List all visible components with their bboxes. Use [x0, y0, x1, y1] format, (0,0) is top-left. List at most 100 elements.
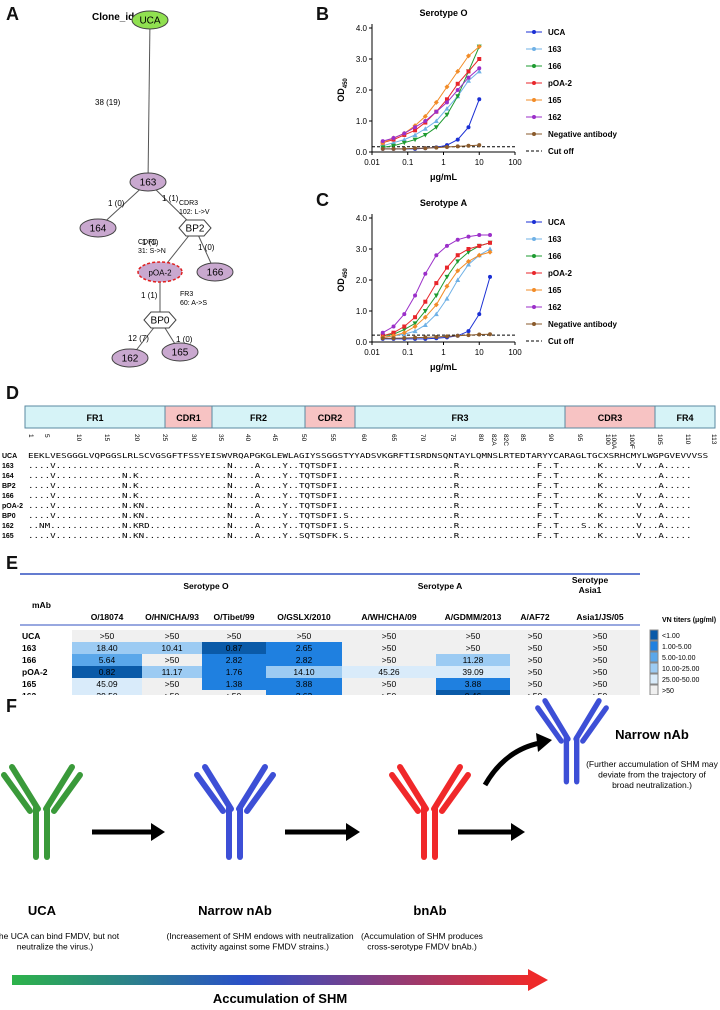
- tree-node-label: pOA-2: [148, 269, 172, 278]
- tree-node-label: UCA: [139, 16, 160, 27]
- table-cell-bg: [202, 654, 266, 666]
- table-cell-bg: [72, 678, 142, 690]
- data-point: [466, 125, 471, 130]
- table-cell-value: >50: [593, 691, 608, 695]
- legend-marker: [532, 220, 536, 224]
- table-cell-value: 45.09: [96, 679, 118, 689]
- series-162: [380, 233, 493, 335]
- data-point: [413, 315, 418, 320]
- legend-label: Negative antibody: [548, 320, 617, 329]
- data-point: [391, 330, 396, 335]
- table-cell-value: >50: [297, 631, 312, 641]
- table-cell-value: 2.63: [296, 691, 313, 695]
- table-cell-bg: [436, 690, 510, 695]
- sequence-row: ....V............N.KN...............N...…: [28, 502, 692, 510]
- table-cell-value: 3.88: [296, 679, 313, 689]
- table-cell-value: 3.88: [465, 679, 482, 689]
- tree-node-label: 165: [172, 348, 189, 359]
- data-point: [423, 335, 428, 340]
- data-point: [465, 258, 471, 264]
- legend-label: UCA: [548, 28, 566, 37]
- region-label: CDR3: [598, 413, 623, 423]
- data-point: [444, 145, 449, 150]
- table-cell-value: >50: [528, 631, 543, 641]
- series-line: [382, 71, 480, 147]
- table-cell-value: >50: [100, 631, 115, 641]
- position-label: 90: [547, 434, 554, 442]
- legend-marker: [532, 322, 536, 326]
- position-label: 95: [576, 434, 583, 442]
- legend-marker: [532, 47, 536, 51]
- data-point: [444, 106, 450, 111]
- data-point: [391, 336, 396, 341]
- legend-label: UCA: [548, 218, 566, 227]
- data-point: [391, 143, 397, 149]
- table-cell-value: 39.50: [96, 691, 118, 695]
- series-line: [382, 248, 491, 338]
- table-cell-value: >50: [528, 655, 543, 665]
- legend-label: 10.00-25.00: [662, 666, 699, 673]
- table-cell-value: >50: [528, 691, 543, 695]
- legend-label: 162: [548, 113, 562, 122]
- table-cell-value: >50: [165, 691, 180, 695]
- tree-node-mab: [79, 218, 117, 238]
- position-label: 20: [133, 434, 140, 442]
- legend-marker: [532, 305, 536, 309]
- table-cell-bg: [510, 642, 560, 654]
- data-point: [466, 333, 471, 338]
- legend-marker: [532, 81, 536, 85]
- sequence-name: 163: [2, 463, 14, 470]
- data-point: [391, 324, 396, 329]
- legend-title: VN titers (μg/ml): [662, 617, 716, 624]
- sequence-name: BP0: [2, 513, 16, 520]
- region-label: FR1: [86, 413, 103, 423]
- table-cell-bg: [266, 654, 342, 666]
- data-point: [423, 271, 428, 276]
- sequence-name: 162: [2, 523, 14, 530]
- data-point: [402, 324, 407, 329]
- table-cell-bg: [72, 630, 142, 642]
- position-label: 50: [300, 434, 307, 442]
- x-tick-label: 0.1: [402, 158, 414, 167]
- panel-label-e: E: [6, 553, 19, 573]
- table-cell-value: >50: [528, 667, 543, 677]
- position-label: 82A: [490, 434, 497, 446]
- data-point: [455, 137, 460, 142]
- legend-marker: [532, 237, 536, 241]
- data-point: [412, 321, 418, 326]
- data-point: [423, 299, 428, 304]
- data-point: [455, 268, 461, 274]
- table-cell-bg: [202, 690, 266, 695]
- column-header: A/WH/CHA/09: [361, 612, 417, 622]
- data-point: [444, 283, 450, 289]
- legend-marker: [532, 64, 536, 68]
- position-label: 82C: [502, 434, 509, 446]
- data-point: [380, 330, 385, 335]
- table-cell-bg: [266, 666, 342, 678]
- data-point: [487, 246, 493, 251]
- row-mab-name: 166: [22, 655, 36, 665]
- tree-edge-label: 1 (1): [142, 238, 159, 247]
- data-point: [402, 312, 407, 317]
- antibody-icon: [194, 764, 276, 860]
- data-point: [380, 146, 385, 151]
- table-cell-value: >50: [528, 679, 543, 689]
- data-point: [433, 118, 439, 123]
- position-label: 110: [684, 434, 691, 445]
- legend-label: 165: [548, 286, 562, 295]
- data-point: [477, 332, 482, 337]
- table-cell-bg: [560, 654, 640, 666]
- region-label: FR4: [676, 413, 693, 423]
- position-label: 100: [604, 434, 611, 445]
- table-cell-value: >50: [382, 691, 397, 695]
- tree-edge: [147, 19, 151, 183]
- data-point: [391, 146, 396, 151]
- data-point: [477, 312, 482, 317]
- position-label: 80: [477, 434, 484, 442]
- position-label: 40: [244, 434, 251, 442]
- row-mab-name: 165: [22, 679, 36, 689]
- row-mab-name: UCA: [22, 631, 40, 641]
- position-label: 10: [75, 434, 82, 442]
- lineage-tree: Clone_id: 66 38 (19)1 (0)1 (1)1 (1)1 (0)…: [79, 10, 234, 368]
- legend-marker: [532, 271, 536, 275]
